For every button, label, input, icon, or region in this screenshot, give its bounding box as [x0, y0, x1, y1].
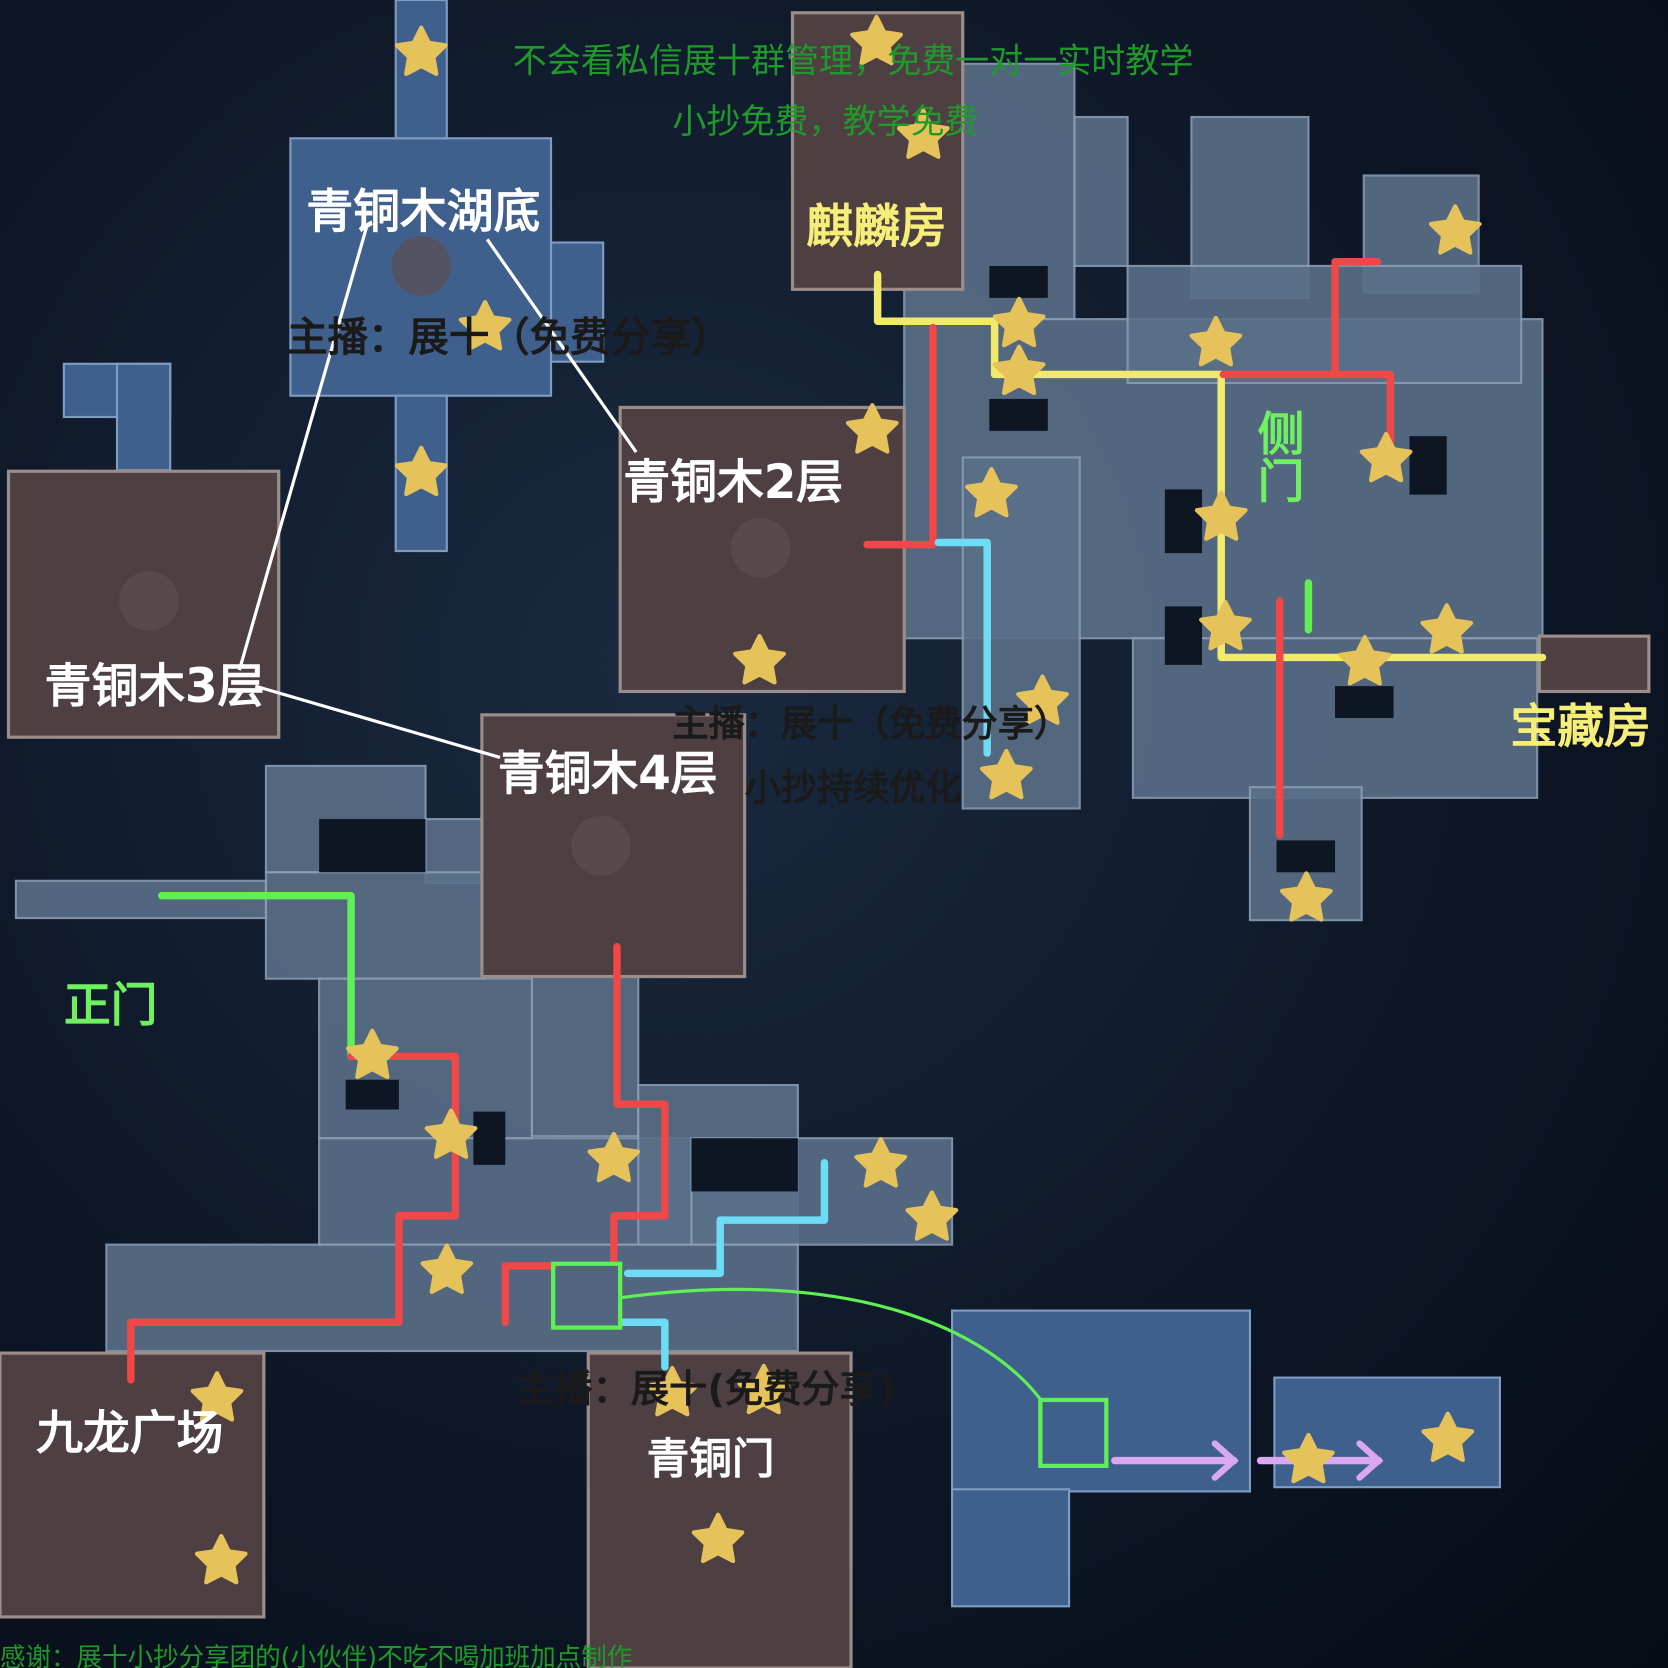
- cyan-route: [618, 1318, 669, 1371]
- star-icon: [992, 296, 1046, 348]
- wall-gap: [1276, 840, 1336, 873]
- gate-highlight-box: [551, 1261, 623, 1330]
- wall-gap: [1164, 606, 1203, 665]
- red-route: [501, 1262, 557, 1326]
- corridor-block: [1073, 115, 1129, 268]
- star-icon: [1359, 431, 1413, 483]
- star-icon: [737, 1363, 791, 1415]
- stairwell: [730, 518, 791, 578]
- star-icon: [587, 1131, 641, 1183]
- star-icon: [420, 1243, 474, 1294]
- yellow-route: [873, 270, 1547, 662]
- stairwell: [119, 571, 179, 631]
- corridor-block: [961, 456, 1081, 810]
- star-icon: [194, 1533, 248, 1585]
- label-nine-dragon-square: 九龙广场: [36, 1407, 223, 1461]
- star-icon: [850, 14, 903, 66]
- star-icon: [1199, 599, 1252, 651]
- star-icon: [424, 1108, 478, 1159]
- corridor-block: [530, 975, 640, 1138]
- star-icon: [1420, 603, 1474, 654]
- blue-room: [549, 241, 605, 363]
- bronze-gate-room: [586, 1351, 853, 1668]
- star-icon: [1016, 674, 1069, 725]
- label-treasure-room: 宝藏房: [1511, 701, 1651, 755]
- watermark-streamer-1: 主播：展十（免费分享）: [287, 313, 731, 361]
- star-icon: [1421, 1411, 1475, 1463]
- watermark-streamer-2: 主播：展十（免费分享）: [672, 702, 1070, 745]
- star-icon: [1428, 204, 1482, 255]
- wall-gap: [989, 398, 1048, 431]
- label-floor3: 青铜木3层: [45, 660, 265, 714]
- star-icon: [458, 299, 512, 351]
- blue-room: [951, 1488, 1071, 1608]
- star-icon: [905, 1190, 959, 1241]
- wall-gap: [691, 1138, 798, 1192]
- note-top-line2: 小抄免费，教学免费: [672, 102, 978, 142]
- arrow-head-icon: [1356, 1440, 1384, 1481]
- label-floor4: 青铜木4层: [498, 747, 718, 801]
- wall-gap: [989, 265, 1048, 298]
- star-icon: [992, 344, 1046, 396]
- star-icon: [1194, 490, 1248, 541]
- wall-gap: [1164, 489, 1203, 554]
- label-pointer-line: [485, 238, 638, 454]
- stars-layer: [190, 14, 1482, 1585]
- treasure-room: [1537, 634, 1651, 694]
- red-route: [863, 323, 937, 549]
- arrow-head-icon: [1211, 1440, 1239, 1481]
- blue-room: [115, 362, 172, 472]
- label-pointer-line: [254, 684, 501, 759]
- red-route: [1219, 370, 1395, 451]
- cyan-route: [934, 538, 991, 757]
- watermark-streamer-3: 主播：展十(免费分享): [516, 1367, 896, 1412]
- label-side-gate: 侧门: [1250, 410, 1304, 504]
- label-qilin-room: 麒麟房: [806, 201, 946, 255]
- corridor-block: [264, 871, 486, 980]
- star-icon: [1338, 635, 1392, 686]
- label-main-gate: 正门: [64, 979, 158, 1033]
- star-icon: [1189, 315, 1243, 367]
- floor3-room: [6, 469, 281, 739]
- label-bronze-gate: 青铜门: [647, 1435, 775, 1484]
- star-icon: [190, 1371, 244, 1422]
- star-icon: [979, 748, 1033, 800]
- label-pointer-line: [237, 225, 369, 671]
- star-icon: [1282, 1432, 1335, 1484]
- star-icon: [691, 1512, 745, 1564]
- corridor-block: [14, 879, 268, 920]
- star-icon: [345, 1028, 399, 1080]
- gate-highlight-box: [1038, 1397, 1109, 1469]
- green-route: [157, 891, 355, 1061]
- label-lake-bottom: 青铜木湖底: [306, 186, 540, 240]
- wall-gap: [319, 819, 426, 873]
- star-icon: [854, 1137, 908, 1188]
- stairwell: [391, 236, 452, 296]
- connector-curve: [619, 1287, 1044, 1404]
- cyan-route: [623, 1158, 829, 1278]
- star-icon: [965, 466, 1018, 518]
- note-credits: 感谢：展十小抄分享团的(小伙伴)不吃不喝加班加点制作: [0, 1643, 632, 1668]
- blue-room: [394, 0, 448, 140]
- star-icon: [394, 445, 448, 497]
- wall-gap: [1335, 686, 1394, 719]
- red-route: [127, 1052, 460, 1384]
- watermark-optimizing: 小抄持续优化: [745, 766, 962, 809]
- star-icon: [733, 634, 786, 685]
- stairwell: [571, 815, 631, 876]
- corridor-block: [1126, 264, 1523, 385]
- wall-gap: [345, 1079, 399, 1110]
- star-icon: [845, 403, 899, 454]
- red-route: [1331, 257, 1382, 379]
- star-icon: [645, 1365, 699, 1417]
- note-top-line1: 不会看私信展十群管理，免费一对一实时教学: [513, 41, 1194, 81]
- wall-gap: [1409, 436, 1447, 495]
- red-route: [610, 943, 669, 1265]
- star-icon: [394, 25, 448, 76]
- star-icon: [1279, 871, 1333, 922]
- label-floor2: 青铜木2层: [623, 456, 843, 510]
- star-icon: [896, 108, 950, 159]
- wall-gap: [473, 1111, 506, 1165]
